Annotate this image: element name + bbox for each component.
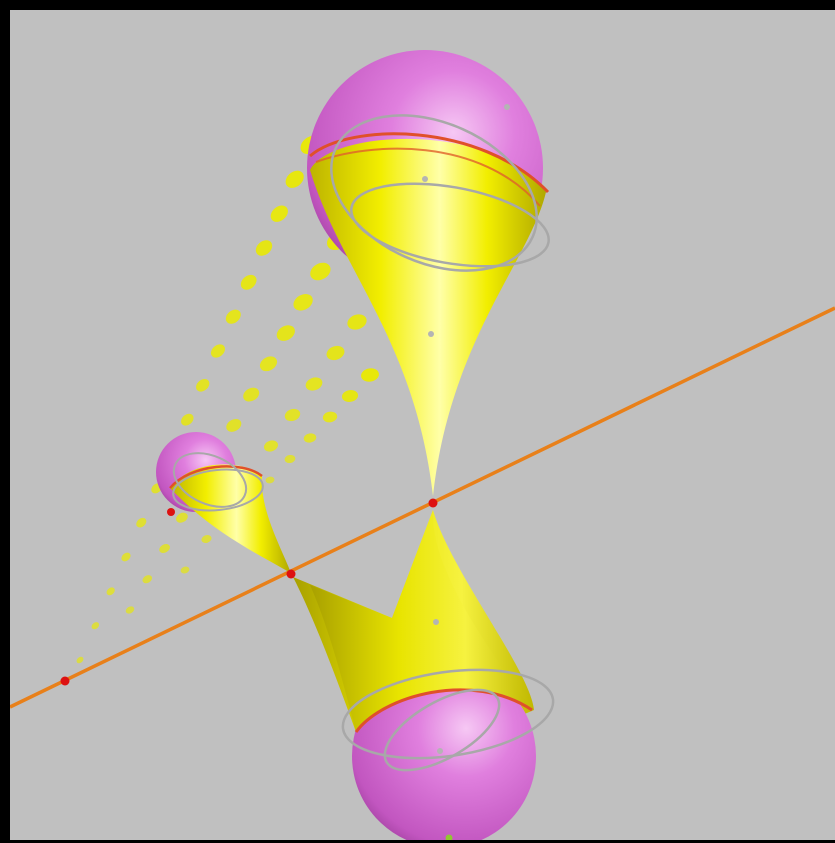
- ghost-disc: [240, 274, 257, 290]
- ghost-disc: [136, 517, 147, 528]
- ghost-disc: [322, 411, 338, 423]
- ghost-disc: [276, 325, 295, 341]
- ghost-disc: [176, 512, 188, 523]
- lower-sphere-point[interactable]: [445, 834, 453, 842]
- ghost-disc: [270, 205, 288, 222]
- ghost-disc: [347, 314, 367, 330]
- ghost-disc: [303, 433, 317, 443]
- upper-axis-point[interactable]: [428, 331, 434, 337]
- ghost-disc: [106, 587, 115, 596]
- upper-sphere-group: [307, 50, 550, 496]
- upper-circle-1: [330, 114, 538, 272]
- upper-intersection-curve-2: [315, 147, 541, 207]
- upper-sphere-point[interactable]: [504, 104, 510, 110]
- ghost-disc: [210, 344, 226, 358]
- apex-point-upper[interactable]: [428, 498, 438, 508]
- small-sphere-group: [156, 432, 291, 573]
- upper-intersection-curve: [309, 132, 550, 194]
- apex-point-small[interactable]: [286, 569, 296, 579]
- ghost-disc: [125, 606, 135, 614]
- ghost-disc: [225, 309, 241, 324]
- upper-circle-2: [350, 182, 550, 268]
- upper-center-point[interactable]: [422, 176, 428, 182]
- ghost-disc: [284, 408, 301, 422]
- small-circle-2: [172, 452, 248, 508]
- ghost-disc: [265, 476, 275, 484]
- ghost-disc: [243, 387, 260, 402]
- ghost-disc: [226, 418, 242, 432]
- small-sphere-red-point[interactable]: [167, 508, 175, 516]
- ghost-disc: [91, 622, 100, 630]
- ghost-disc: [196, 378, 210, 392]
- ghost-disc: [326, 345, 345, 361]
- lower-center-point[interactable]: [437, 748, 443, 754]
- upper-cone-icon[interactable]: [310, 138, 546, 496]
- ghost-disc: [180, 566, 190, 574]
- 3d-scene-canvas[interactable]: [10, 10, 835, 843]
- lower-cone-group: [293, 510, 555, 843]
- lower-circle-2: [383, 688, 501, 772]
- lower-axis-point[interactable]: [433, 619, 439, 625]
- line-point-left[interactable]: [60, 676, 70, 686]
- ghost-disc: [121, 552, 131, 562]
- lower-intersection-curve: [354, 688, 533, 733]
- ghost-disc: [361, 368, 379, 382]
- ghost-disc: [284, 454, 296, 464]
- ghost-disc: [263, 440, 279, 452]
- ghost-disc: [285, 170, 304, 188]
- ghost-disc: [255, 240, 273, 256]
- ghost-trail: [76, 136, 411, 664]
- ghost-disc: [293, 294, 313, 311]
- ghost-disc: [259, 356, 278, 372]
- lower-cone-overlap: [310, 510, 532, 732]
- lower-sphere-icon[interactable]: [352, 664, 536, 843]
- ghost-disc: [76, 656, 84, 664]
- ghost-disc: [310, 262, 331, 281]
- ghost-disc: [305, 377, 323, 391]
- ghost-disc: [142, 575, 153, 584]
- small-circle-1: [172, 468, 264, 512]
- ghost-disc: [341, 390, 359, 402]
- ghost-disc: [159, 543, 170, 554]
- axis-line-icon[interactable]: [10, 306, 835, 709]
- ghost-disc: [201, 535, 212, 543]
- ghost-disc: [181, 413, 194, 426]
